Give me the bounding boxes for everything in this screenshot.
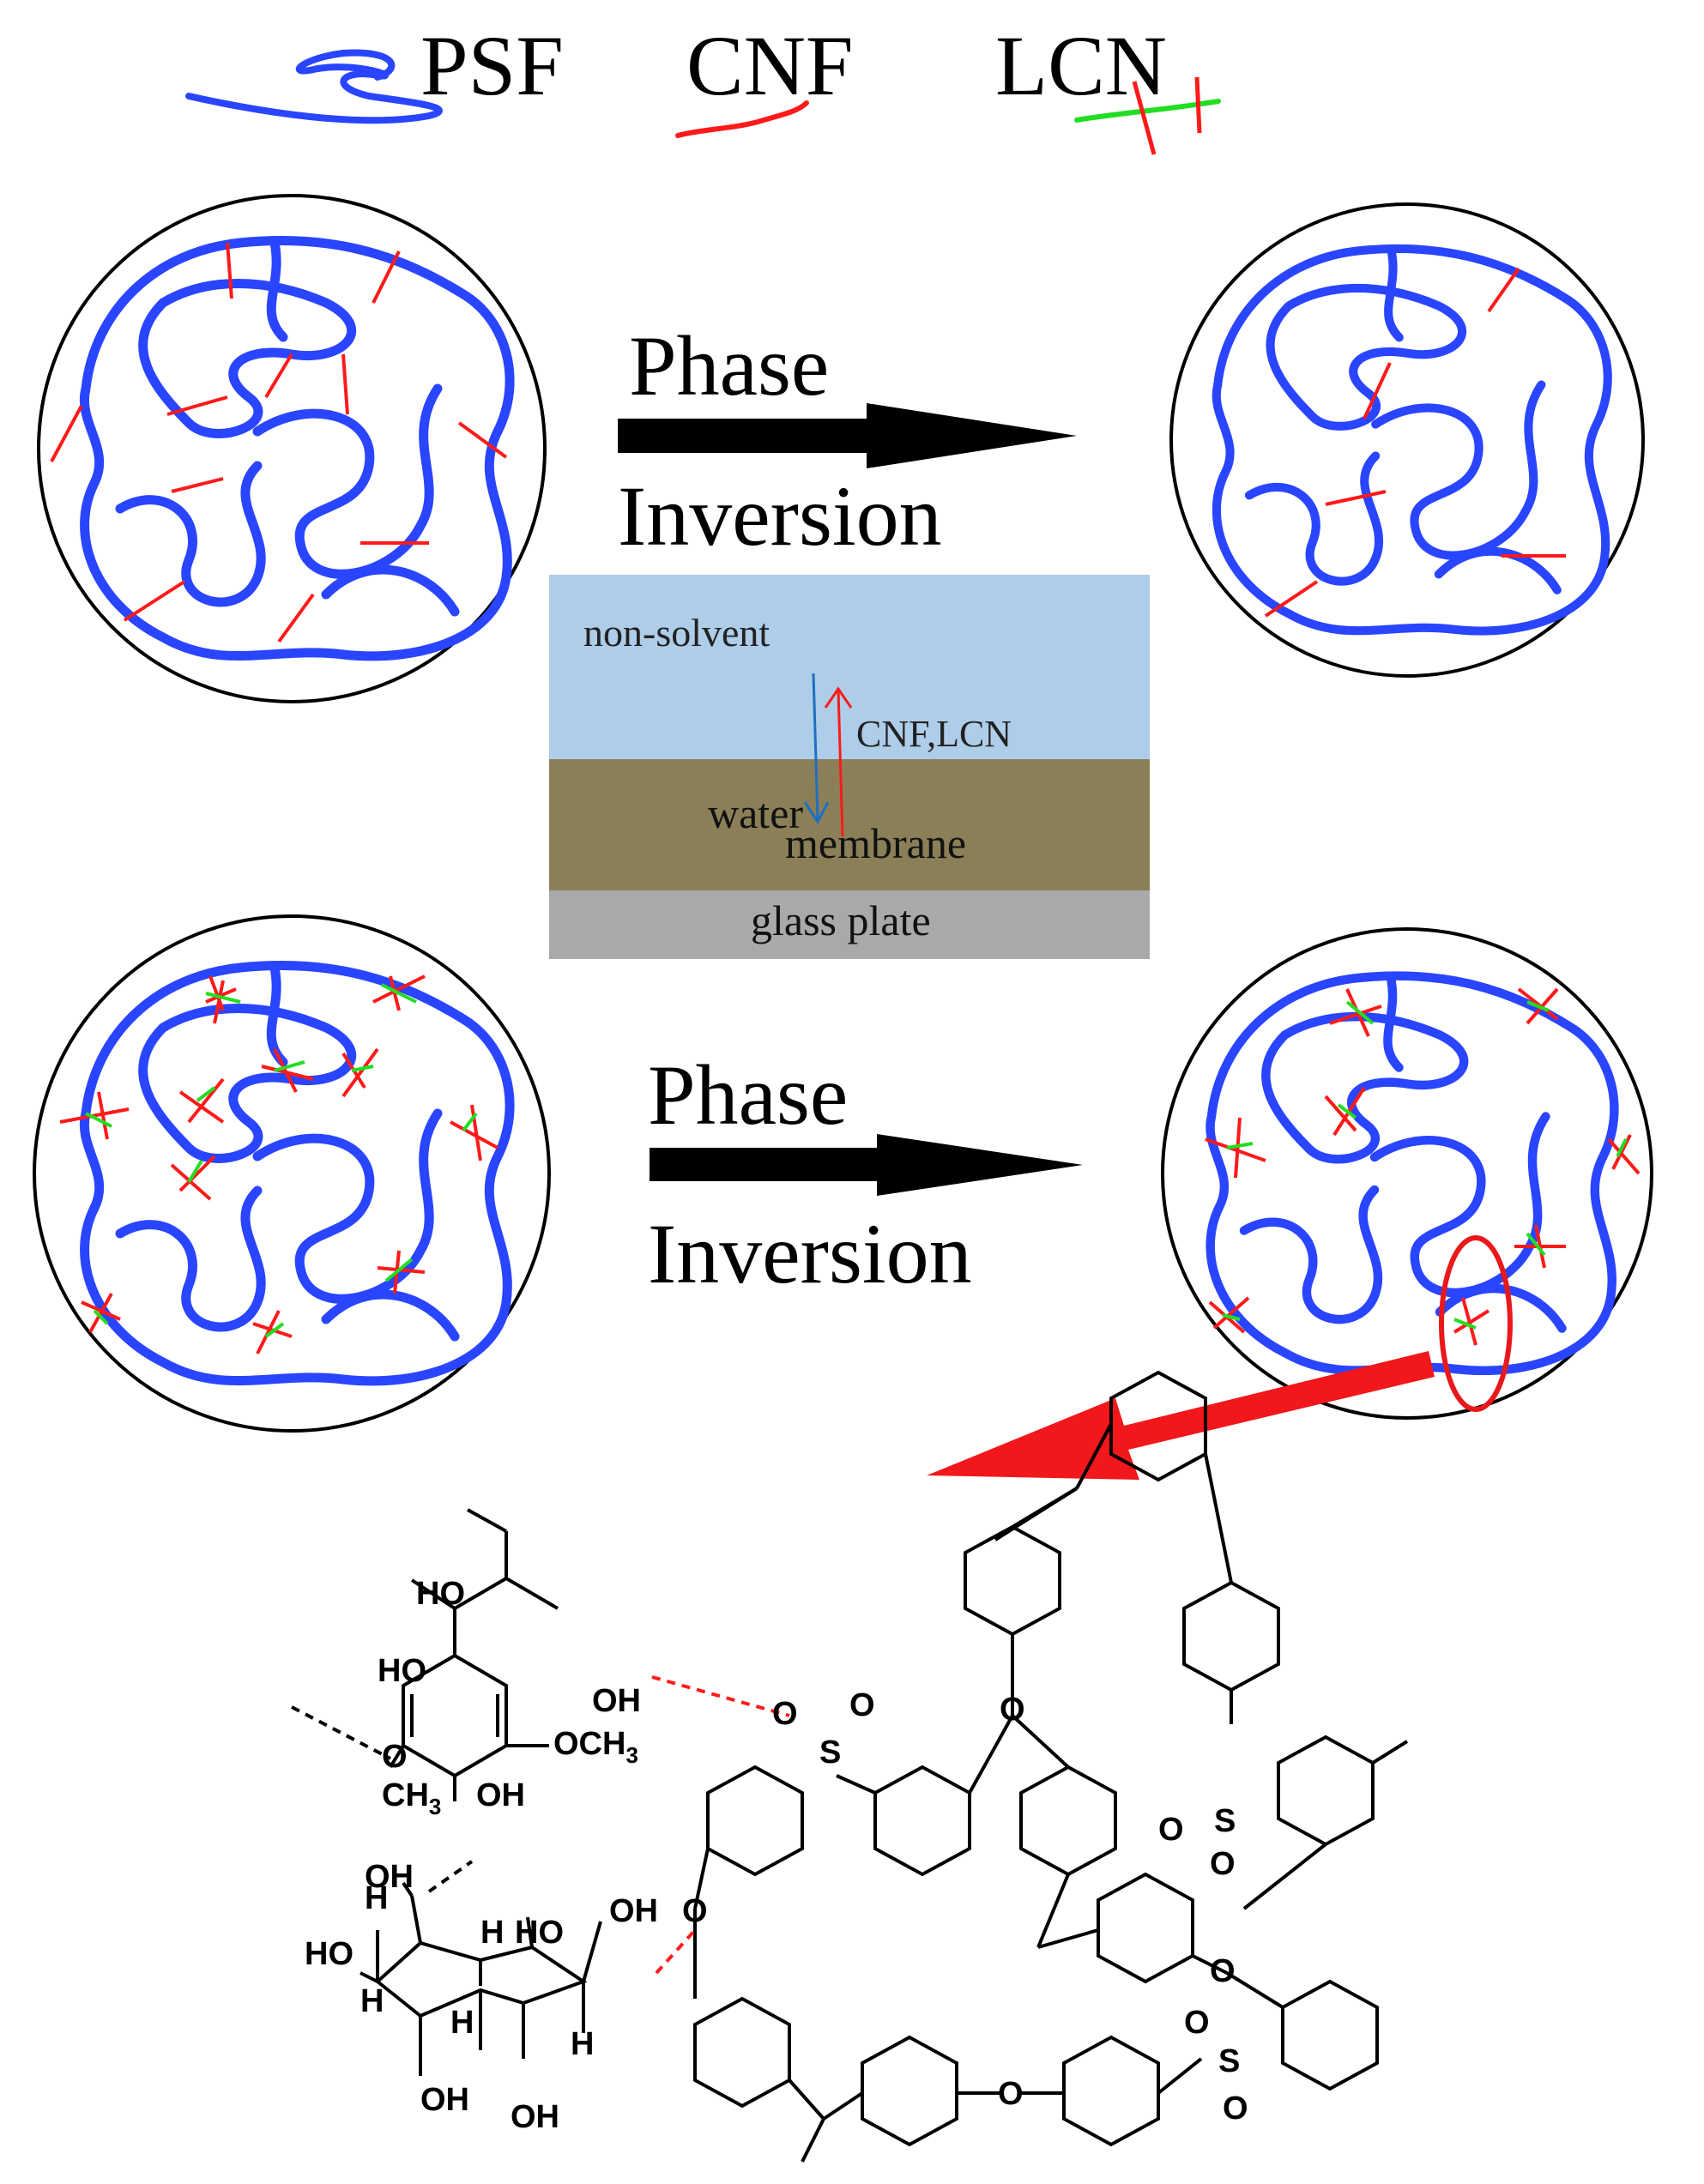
- nonsolvent-layer: [549, 575, 1150, 759]
- s2-label: S: [1214, 1803, 1236, 1839]
- oh-bottom2-label: OH: [511, 2099, 559, 2135]
- ho-top-label: HO: [416, 1576, 465, 1612]
- flux-label: CNF,LCN: [856, 713, 1012, 755]
- h-c3-label: H: [450, 2005, 474, 2041]
- chemical-labels: HO HO OH O O S OCH3 O CH3 OH OH H H HO H…: [305, 1576, 1248, 2135]
- cnf-lcn-flux-arrow: [837, 690, 844, 837]
- water-flux-arrow: [812, 673, 819, 820]
- s2-o1-label: O: [1158, 1812, 1184, 1848]
- hbond-3: [291, 1705, 391, 1760]
- h1-label: H: [365, 1880, 388, 1916]
- s3-label: S: [1218, 2043, 1240, 2079]
- glass-plate-layer: [549, 890, 1150, 959]
- lignin-unit: [389, 1508, 559, 1801]
- bottom-process-arrow: Phase Inversion: [648, 1047, 1083, 1301]
- circle-bottom-right: [1161, 927, 1653, 1420]
- water-label: water: [708, 789, 803, 837]
- highlight-ellipse: [1439, 1235, 1513, 1412]
- membrane-label: membrane: [785, 819, 966, 867]
- sulfone-o2-label: O: [849, 1687, 875, 1723]
- h-right-label: H: [571, 2026, 594, 2062]
- top-arrow-label-line2: Inversion: [618, 468, 942, 564]
- s3-o2-label: O: [1223, 2090, 1248, 2127]
- ether-o3-label: O: [1210, 1953, 1236, 1989]
- psf-chain: [693, 1370, 1409, 2163]
- lcn-legend-tick-1: [1132, 81, 1157, 155]
- h-left-label: H: [360, 1983, 384, 2019]
- ch3-label: CH3: [382, 1777, 441, 1819]
- lcn-legend-tick-2: [1194, 76, 1202, 134]
- s2-o2-label: O: [1210, 1846, 1236, 1882]
- hbond-1: [651, 1675, 790, 1717]
- hbond-2: [655, 1928, 697, 1975]
- nonsolvent-label: non-solvent: [583, 611, 770, 655]
- membrane-layer: [549, 759, 1150, 890]
- h2-label: H: [480, 1915, 504, 1951]
- water-arrow-head: [803, 801, 830, 824]
- ether-o1-label: O: [1000, 1692, 1025, 1728]
- top-arrow-shape: [618, 403, 1077, 468]
- membrane-formation-inset: non-solvent CNF,LCN water membrane glass…: [549, 575, 1150, 959]
- cnf-legend-swatch: [675, 100, 809, 138]
- circle-bottom-left: [33, 914, 551, 1433]
- circle-top-left: [37, 194, 547, 703]
- sulfone-s-label: S: [819, 1735, 841, 1771]
- circle-top-right: [1169, 202, 1645, 678]
- cnf-fibers-tl: [50, 242, 508, 643]
- oh-sugar-top-label: OH: [365, 1859, 414, 1895]
- lcn-fibers-bl: [59, 974, 499, 1354]
- oh-side-label: OH: [592, 1683, 641, 1719]
- oh-bottom1-label: OH: [420, 2082, 469, 2118]
- cnf-label: CNF: [686, 18, 854, 113]
- cnf-lcn-arrow-head: [824, 686, 853, 709]
- cellulose-unit: [360, 1881, 602, 2076]
- top-process-arrow: Phase Inversion: [618, 318, 1077, 564]
- psf-legend-swatch: [185, 49, 443, 124]
- glass-plate-label: glass plate: [751, 896, 931, 944]
- ring-methoxy-label: OCH3: [553, 1726, 638, 1768]
- lcn-fibers-br: [1205, 987, 1641, 1346]
- oh-anomeric-label: OH: [609, 1893, 658, 1929]
- chemical-structure: [291, 1370, 1409, 2163]
- legend: PSF CNF LCN: [185, 18, 1221, 155]
- top-arrow-label-line1: Phase: [629, 318, 829, 413]
- psf-label: PSF: [420, 18, 564, 113]
- bottom-arrow-label-line1: Phase: [648, 1047, 848, 1143]
- bottom-arrow-shape: [650, 1134, 1083, 1196]
- zoom-arrow: [927, 1351, 1435, 1480]
- bottom-arrow-label-line2: Inversion: [648, 1206, 972, 1301]
- ring-oh-label: OH: [476, 1777, 525, 1813]
- s3-o1-label: O: [1184, 2005, 1210, 2041]
- ho-ring-label: HO: [515, 1915, 564, 1951]
- o-ring-label: O: [382, 1739, 408, 1775]
- ho-left-label: HO: [305, 1936, 353, 1972]
- hbond-4: [427, 1860, 474, 1893]
- sulfone-o1-label: O: [772, 1696, 798, 1732]
- ether-o4-label: O: [998, 2076, 1024, 2112]
- ether-o2-label: O: [682, 1893, 708, 1929]
- cnf-fibers-tr: [1264, 267, 1566, 618]
- ho-mid-label: HO: [378, 1653, 426, 1689]
